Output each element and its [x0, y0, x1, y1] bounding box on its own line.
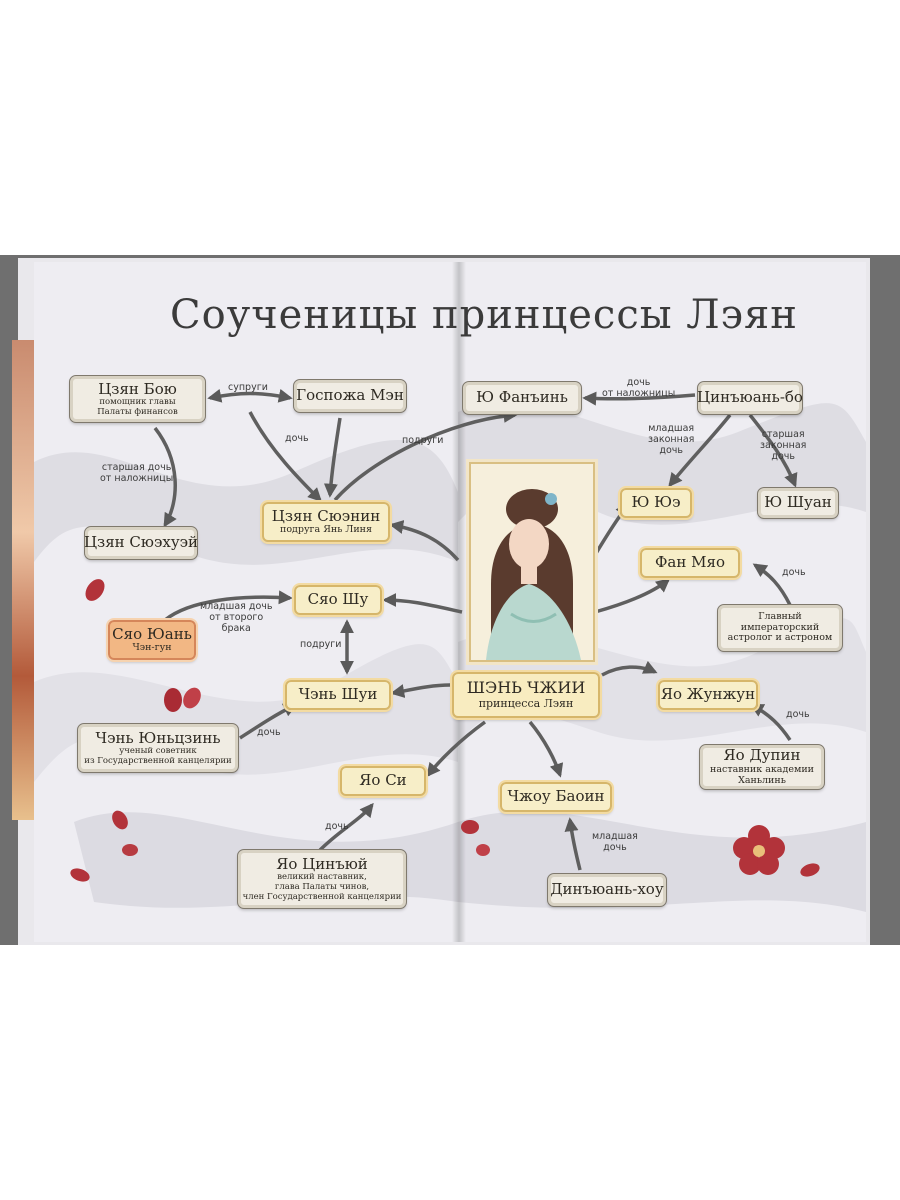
node-name: Яо Цинъюй [276, 854, 368, 873]
node-name: Чэнь Шуи [298, 685, 378, 704]
petal-decoration [164, 687, 201, 712]
background-top [0, 0, 900, 255]
node-name: Яо Жунжун [660, 685, 756, 704]
node-yao-qinyu: Яо Цинъюй великий наставник, глава Палат… [237, 849, 407, 909]
label-younger-second: младшая дочь от второго брака [200, 601, 273, 634]
label-daughter-yao: дочь [325, 821, 349, 832]
node-name: Чэнь Юньцзинь [95, 728, 221, 747]
petal-decoration [461, 820, 490, 856]
node-name: Цзян Сюэхуэй [83, 533, 199, 552]
node-name: Яо Си [359, 771, 407, 790]
node-subtitle: наставник академии Ханьлинь [710, 763, 814, 786]
node-yao-dupin: Яо Дупин наставник академии Ханьлинь [699, 744, 825, 790]
node-fan-miao: Фан Мяо [638, 546, 742, 580]
node-yao-zhunzhun: Яо Жунжун [656, 678, 760, 712]
node-yao-si: Яо Си [338, 764, 428, 798]
node-name: Цинъюань-бо [697, 388, 803, 407]
node-subtitle: помощник главы Палаты финансов [97, 396, 178, 417]
node-subtitle: Главный императорский астролог и астроно… [727, 610, 833, 644]
node-name: Фан Мяо [654, 553, 725, 572]
petal-decoration [800, 863, 820, 877]
node-name: Госпожа Мэн [296, 386, 404, 405]
label-friends-fanyin: подруги [402, 435, 444, 446]
node-name: Сяо Шу [307, 590, 369, 609]
label-elder-concubine: старшая дочь от наложницы [100, 462, 174, 484]
flower-decoration [733, 825, 785, 875]
node-name: Цзян Бою [98, 379, 177, 398]
label-younger-legit: младшая законная дочь [648, 423, 695, 456]
node-name: Ю Шуан [764, 493, 832, 512]
node-subtitle: принцесса Лэян [478, 696, 574, 710]
background-bottom [0, 945, 900, 1200]
petal-decoration [85, 579, 105, 601]
node-jiang-boyu: Цзян Бою помощник главы Палаты финансов [69, 375, 206, 423]
label-elder-legit: старшая законная дочь [760, 429, 807, 462]
node-name: Ю Юэ [631, 493, 681, 512]
node-yu-fanyin: Ю Фанъинь [462, 381, 582, 415]
node-yu-yue: Ю Юэ [618, 486, 694, 520]
node-subtitle: подруга Янь Линя [279, 524, 372, 536]
petal-decoration [70, 868, 90, 882]
node-xiao-shu: Сяо Шу [292, 583, 384, 617]
node-jiang-xueyi: Цзян Сюэхуэй [83, 526, 199, 560]
label-daughter-fan: дочь [782, 567, 806, 578]
node-name: ШЭНЬ ЧЖИИ [466, 678, 586, 698]
book-edge [12, 340, 34, 820]
node-xiao-yuan: Сяо Юань Чэн-гун [106, 618, 198, 662]
node-subtitle: ученый советник из Государственной канце… [84, 745, 232, 766]
node-qinyuan-bo: Цинъюань-бо [697, 381, 803, 415]
label-friends-shui: подруги [300, 639, 342, 650]
node-dinyuan-hou: Динъюань-хоу [547, 873, 667, 907]
node-yu-shuan: Ю Шуан [757, 487, 839, 519]
node-chen-shui: Чэнь Шуи [283, 678, 393, 712]
node-shen-zhi: ШЭНЬ ЧЖИИ принцесса Лэян [450, 670, 602, 720]
label-spouses: супруги [228, 382, 268, 393]
node-name: Чжоу Баоин [507, 787, 605, 806]
label-younger-daughter: младшая дочь [592, 831, 638, 853]
label-daughter-chen: дочь [257, 727, 281, 738]
node-name: Сяо Юань [112, 624, 192, 643]
node-name: Динъюань-хоу [550, 880, 664, 899]
node-zhou-baoin: Чжоу Баоин [498, 780, 614, 814]
node-subtitle: великий наставник, глава Палаты чинов, ч… [242, 871, 402, 902]
node-meng: Госпожа Мэн [293, 379, 407, 413]
node-name: Цзян Сюэнин [271, 506, 381, 525]
label-concubine-daughter: дочь от наложницы [602, 377, 676, 399]
princess-portrait [466, 459, 598, 665]
node-name: Ю Фанъинь [476, 388, 568, 407]
node-subtitle: Чэн-гун [132, 642, 172, 654]
page-title: Соученицы принцессы Лэян [170, 292, 798, 338]
node-chen-yunzin: Чэнь Юньцзинь ученый советник из Государ… [77, 723, 239, 773]
node-name: Яо Дупин [723, 746, 801, 765]
petal-decoration [112, 810, 138, 856]
label-daughter-xunin: дочь [285, 433, 309, 444]
label-daughter-yaodupin: дочь [786, 709, 810, 720]
node-astrologer: Главный императорский астролог и астроно… [717, 604, 843, 652]
node-jiang-xunin: Цзян Сюэнин подруга Янь Линя [260, 500, 392, 544]
